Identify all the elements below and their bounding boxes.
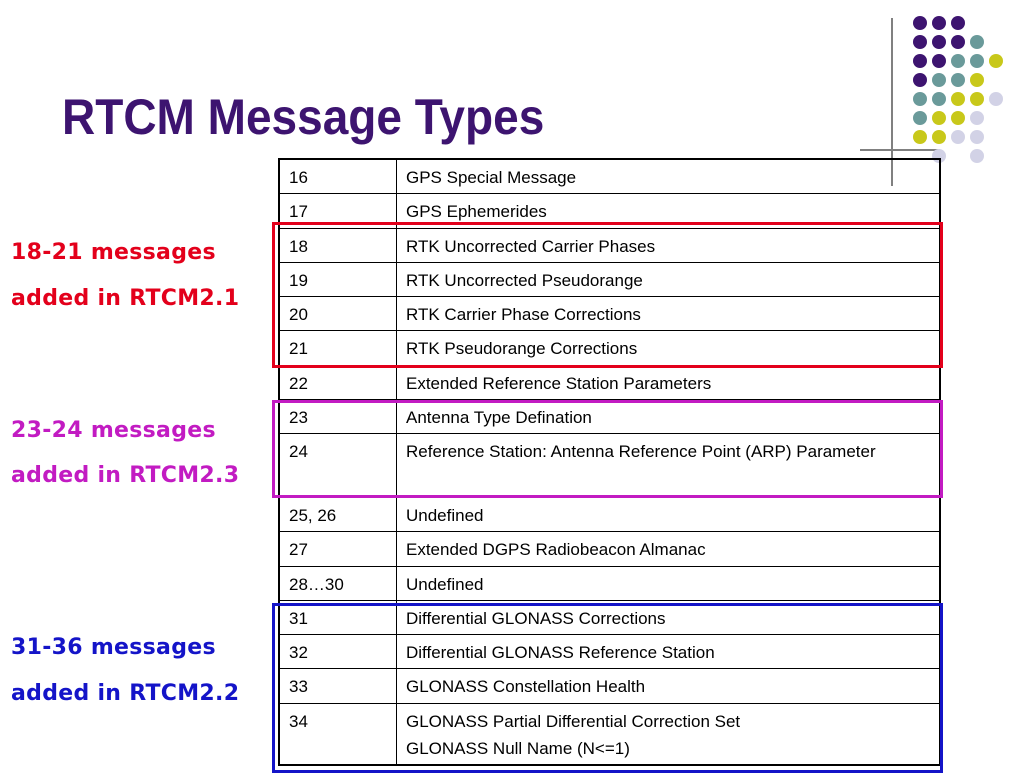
decorative-dot: [932, 73, 946, 87]
annotation-line: added in RTCM2.1: [11, 286, 240, 311]
decorative-dot: [932, 130, 946, 144]
decorative-dot: [951, 111, 965, 125]
decorative-dot: [913, 111, 927, 125]
decorative-vertical-line: [891, 18, 893, 186]
decorative-dot: [951, 16, 965, 30]
description-cell: GLONASS Partial Differential Correction …: [396, 702, 941, 766]
description-cell: GLONASS Constellation Health: [396, 668, 941, 704]
decorative-dot: [932, 111, 946, 125]
message-type-cell: 16: [278, 158, 397, 195]
message-type-cell: 25, 26: [278, 496, 397, 533]
decorative-dot: [913, 73, 927, 87]
description-cell: Extended DGPS Radiobeacon Almanac: [396, 531, 941, 567]
decorative-dot: [932, 54, 946, 68]
decorative-dot: [932, 92, 946, 106]
page-title: RTCM Message Types: [62, 89, 545, 145]
description-cell: Undefined: [396, 496, 941, 533]
decorative-dot: [970, 54, 984, 68]
message-type-cell: 23: [278, 398, 397, 435]
decorative-dot: [913, 16, 927, 30]
decorative-dot: [951, 54, 965, 68]
description-cell: Extended Reference Station Parameters: [396, 364, 941, 400]
description-cell: Differential GLONASS Reference Station: [396, 633, 941, 670]
description-cell: RTK Uncorrected Pseudorange: [396, 261, 941, 298]
annotation-line: 23-24 messages: [11, 418, 216, 443]
description-cell: Undefined: [396, 565, 941, 601]
decorative-dot: [932, 16, 946, 30]
message-type-cell: 18: [278, 227, 397, 263]
message-type-cell: 33: [278, 668, 397, 704]
highlight-box-rtcm21: [272, 222, 943, 368]
decorative-dot: [913, 92, 927, 106]
annotation-line: 31-36 messages: [11, 635, 216, 660]
decorative-dot: [951, 92, 965, 106]
message-type-cell: 20: [278, 295, 397, 332]
decorative-horizontal-line: [860, 149, 940, 151]
decorative-dot: [970, 111, 984, 125]
decorative-dot: [951, 35, 965, 49]
table-row: 34 GLONASS Partial Differential Correcti…: [278, 702, 941, 766]
decorative-dot: [951, 130, 965, 144]
description-cell: GPS Special Message: [396, 158, 941, 195]
message-type-cell: 21: [278, 330, 397, 366]
annotation-line: added in RTCM2.3: [11, 463, 240, 488]
decorative-dot: [932, 35, 946, 49]
decorative-dot: [970, 130, 984, 144]
decorative-dot: [970, 35, 984, 49]
decorative-dot: [970, 149, 984, 163]
decorative-dot: [989, 92, 1003, 106]
description-cell: Reference Station: Antenna Reference Poi…: [396, 433, 941, 498]
message-type-cell: 28…30: [278, 565, 397, 601]
message-type-cell: 22: [278, 364, 397, 400]
highlight-box-rtcm22: [272, 603, 943, 773]
decorative-dot: [913, 35, 927, 49]
decorative-dot: [989, 54, 1003, 68]
decorative-dot: [951, 73, 965, 87]
message-type-cell: 27: [278, 531, 397, 567]
description-line: GLONASS Null Name (N<=1): [406, 738, 630, 758]
description-cell: Antenna Type Defination: [396, 398, 941, 435]
annotation-line: added in RTCM2.2: [11, 681, 240, 706]
annotation-line: 18-21 messages: [11, 240, 216, 265]
decorative-dot: [913, 54, 927, 68]
description-line: GLONASS Partial Differential Correction …: [406, 711, 741, 731]
decorative-dot: [913, 130, 927, 144]
message-type-cell: 32: [278, 633, 397, 670]
description-cell: RTK Pseudorange Corrections: [396, 330, 941, 366]
highlight-box-rtcm23: [272, 400, 943, 498]
description-cell: RTK Uncorrected Carrier Phases: [396, 227, 941, 263]
decorative-dot: [970, 73, 984, 87]
decorative-dot: [970, 92, 984, 106]
message-type-cell: 24: [278, 433, 397, 498]
